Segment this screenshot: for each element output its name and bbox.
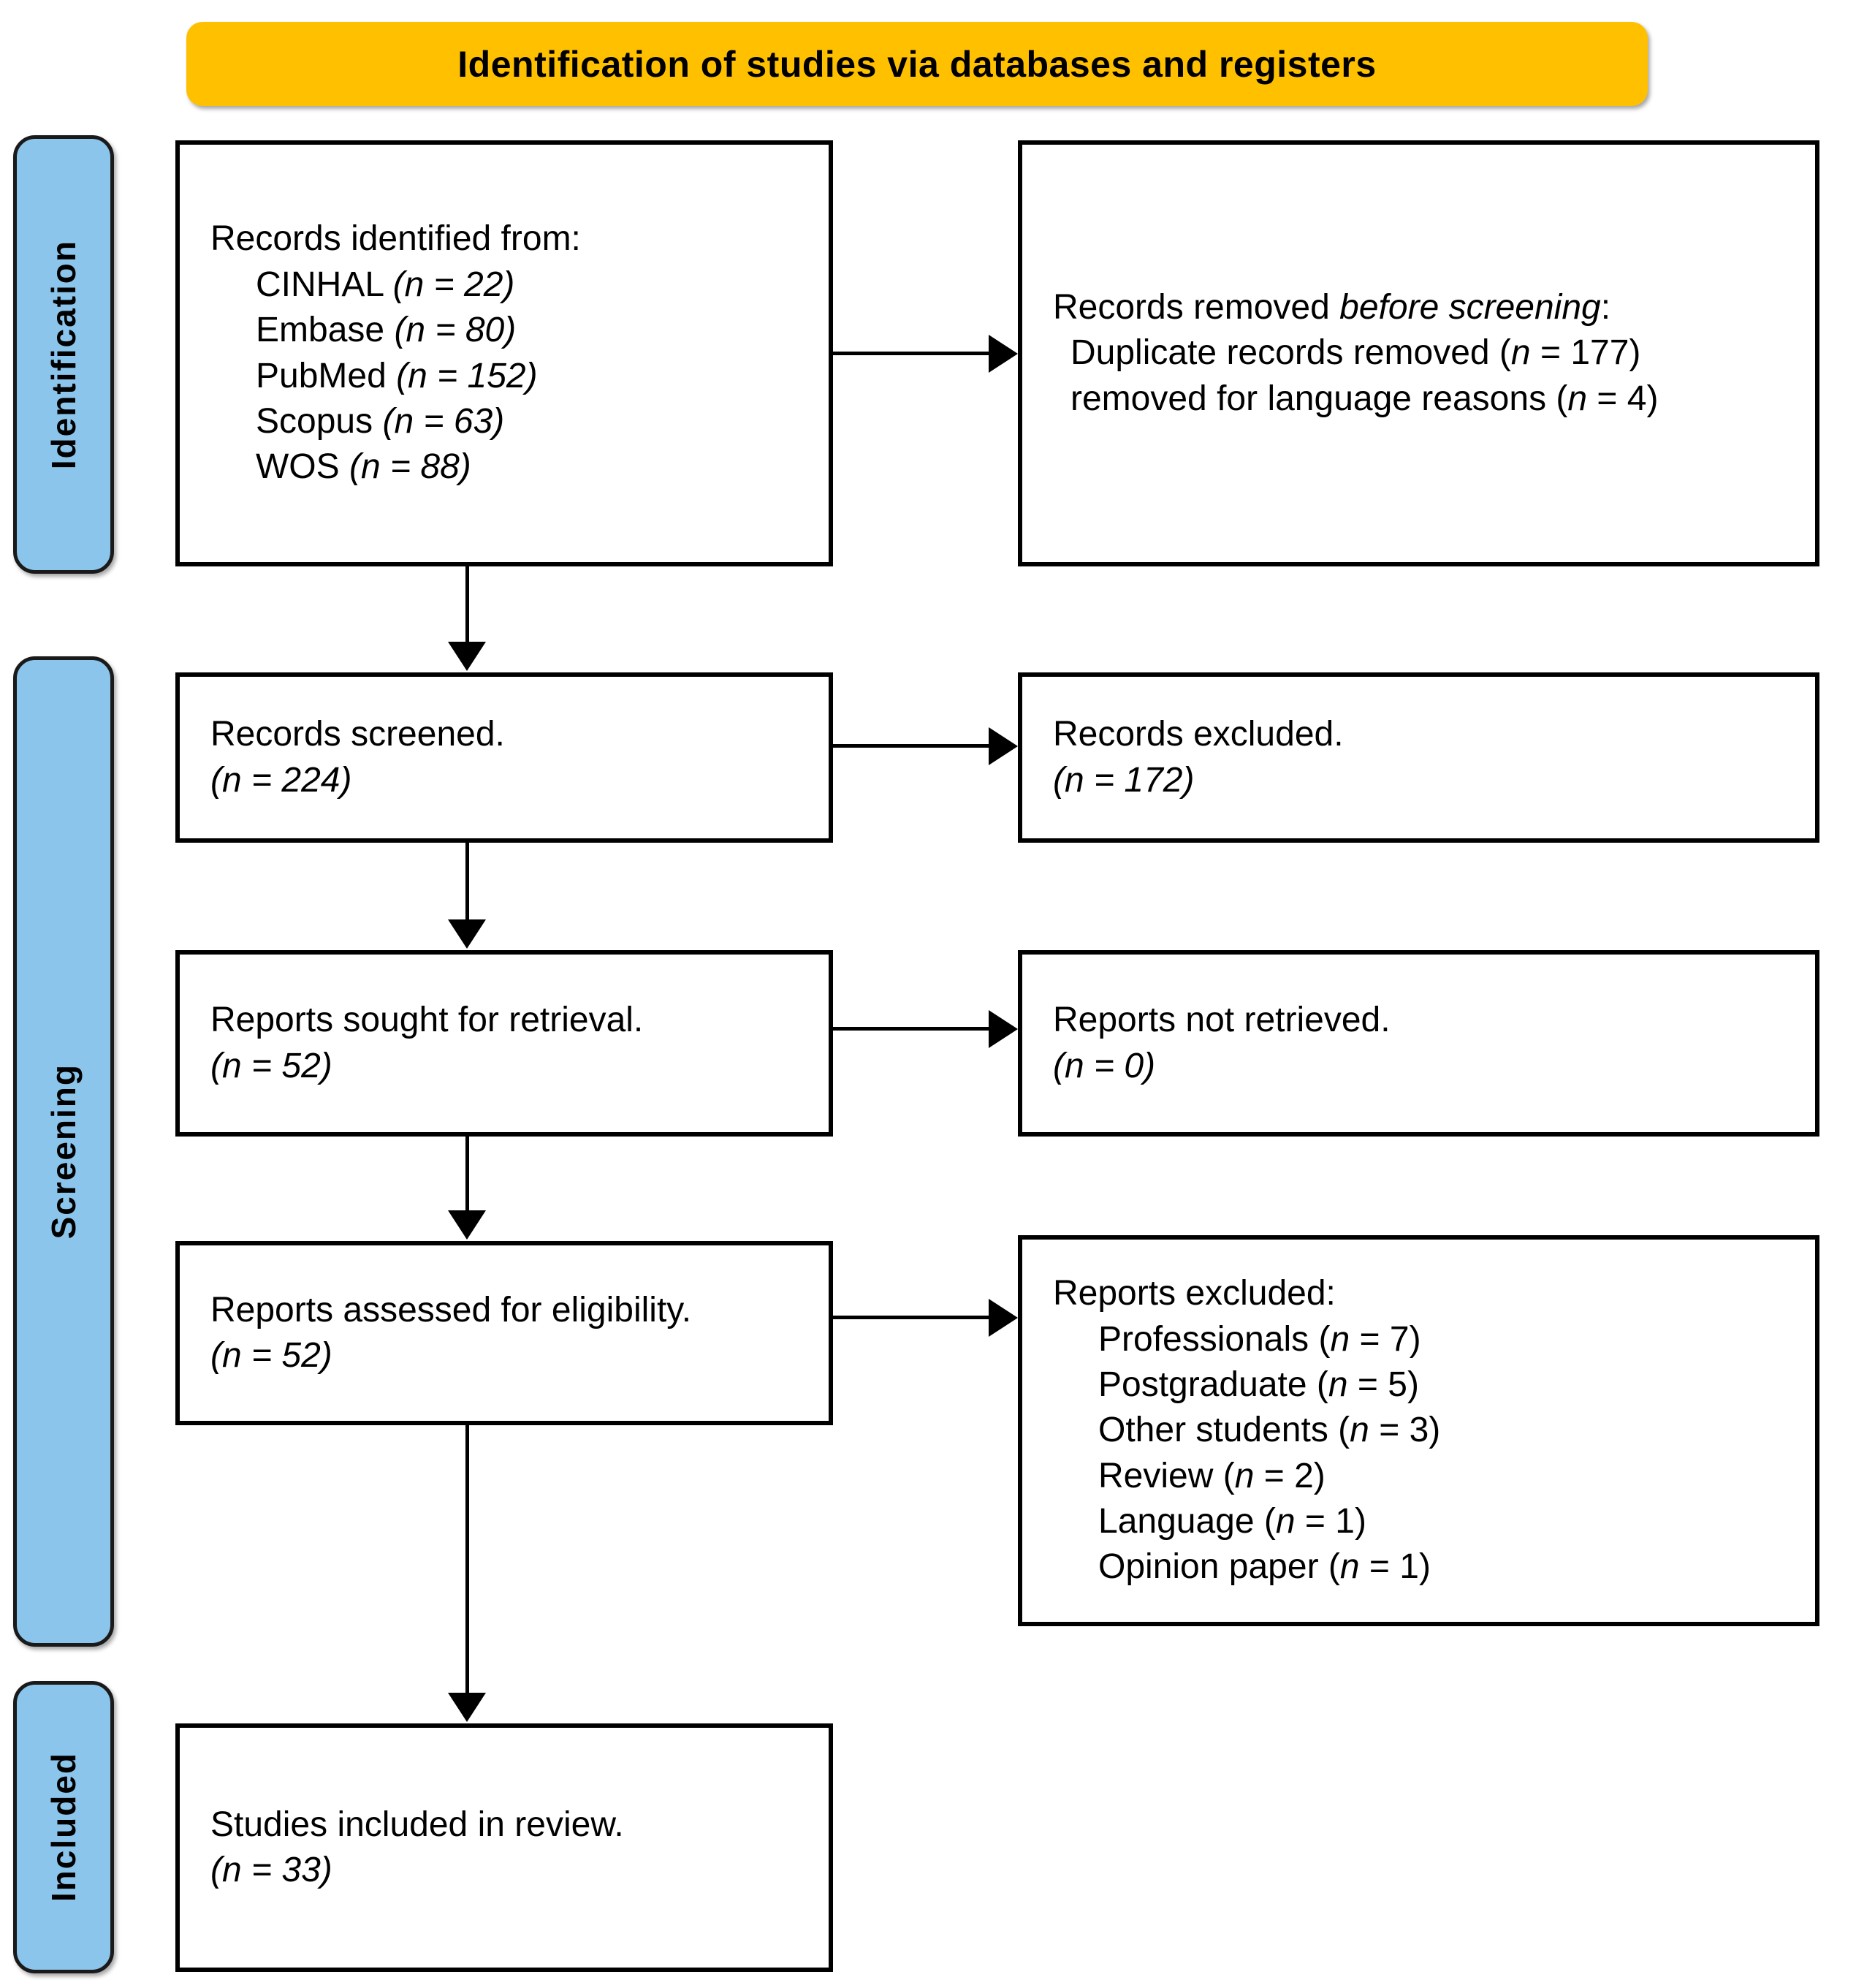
reports-sought-count: (n = 52) <box>210 1046 332 1085</box>
stage-label-included: Included <box>13 1681 114 1973</box>
records-identified-item: CINHAL (n = 22) <box>210 262 815 308</box>
stage-label-identification: Identification <box>13 135 114 574</box>
box-reports-sought: Reports sought for retrieval. (n = 52) <box>175 950 833 1137</box>
reports-sought-label: Reports sought for retrieval. <box>210 1001 644 1040</box>
stage-label-included-text: Included <box>45 1752 83 1902</box>
connector-sought-to-eligibility <box>465 1137 469 1213</box>
connector-eligibility-to-included <box>465 1425 469 1694</box>
records-identified-item: Scopus (n = 63) <box>210 399 815 444</box>
source-count: (n = 152) <box>396 356 538 395</box>
arrowhead-down-identified-to-screened <box>448 642 486 671</box>
records-identified-item: WOS (n = 88) <box>210 444 815 490</box>
source-name: CINHAL <box>256 265 384 304</box>
source-name: Embase <box>256 311 385 350</box>
stage-label-screening-text: Screening <box>45 1063 83 1240</box>
source-count: (n = 22) <box>392 265 515 304</box>
source-count: (n = 88) <box>349 447 471 487</box>
reports-not-retrieved-count: (n = 0) <box>1053 1046 1156 1085</box>
connector-eligibility-to-reports-excluded <box>833 1316 990 1319</box>
box-reports-excluded: Reports excluded: Professionals (n = 7) … <box>1018 1235 1819 1626</box>
records-removed-item: removed for language reasons (n = 4) <box>1070 379 1659 418</box>
connector-sought-to-not-retrieved <box>833 1027 990 1031</box>
records-identified-item: Embase (n = 80) <box>210 308 815 353</box>
records-screened-count: (n = 224) <box>210 760 352 800</box>
box-reports-not-retrieved: Reports not retrieved. (n = 0) <box>1018 950 1819 1137</box>
box-reports-assessed: Reports assessed for eligibility. (n = 5… <box>175 1241 833 1425</box>
banner-title: Identification of studies via databases … <box>457 43 1377 85</box>
arrowhead-right-identified-to-removed <box>989 335 1018 373</box>
records-screened-label: Records screened. <box>210 715 505 754</box>
arrowhead-right-sought-to-not-retrieved <box>989 1010 1018 1048</box>
header-banner: Identification of studies via databases … <box>186 22 1648 106</box>
reports-excluded-item: Language (n = 1) <box>1098 1502 1366 1541</box>
reports-assessed-count: (n = 52) <box>210 1336 332 1375</box>
records-excluded-count: (n = 172) <box>1053 760 1195 800</box>
records-removed-heading: Records removed before screening: <box>1053 285 1802 330</box>
studies-included-label: Studies included in review. <box>210 1805 624 1844</box>
box-records-removed-before-screening: Records removed before screening: Duplic… <box>1018 140 1819 566</box>
source-name: WOS <box>256 447 340 487</box>
connector-screened-to-excluded <box>833 744 990 748</box>
box-studies-included: Studies included in review. (n = 33) <box>175 1723 833 1972</box>
heading-suffix: : <box>1600 287 1611 327</box>
source-count: (n = 80) <box>394 311 517 350</box>
source-name: PubMed <box>256 356 387 395</box>
reports-assessed-label: Reports assessed for eligibility. <box>210 1290 692 1329</box>
reports-excluded-item: Review (n = 2) <box>1098 1456 1326 1495</box>
reports-excluded-item: Postgraduate (n = 5) <box>1098 1365 1419 1404</box>
connector-screened-to-sought <box>465 843 469 919</box>
connector-identified-to-screened <box>465 566 469 643</box>
records-identified-heading: Records identified from: <box>210 219 581 259</box>
box-records-excluded: Records excluded. (n = 172) <box>1018 672 1819 843</box>
arrowhead-down-eligibility-to-included <box>448 1693 486 1722</box>
reports-excluded-item: Other students (n = 3) <box>1098 1411 1441 1450</box>
heading-italic: before screening <box>1339 287 1601 327</box>
stage-label-screening: Screening <box>13 656 114 1647</box>
stage-label-identification-text: Identification <box>45 239 83 470</box>
arrowhead-down-sought-to-eligibility <box>448 1210 486 1240</box>
arrowhead-right-screened-to-excluded <box>989 727 1018 765</box>
records-identified-item: PubMed (n = 152) <box>210 354 815 399</box>
reports-not-retrieved-label: Reports not retrieved. <box>1053 1001 1391 1040</box>
records-removed-item: Duplicate records removed (n = 177) <box>1070 333 1641 373</box>
studies-included-count: (n = 33) <box>210 1851 332 1889</box>
heading-prefix: Records removed <box>1053 287 1340 327</box>
arrowhead-down-screened-to-sought <box>448 919 486 949</box>
source-count: (n = 63) <box>382 401 505 441</box>
box-records-identified: Records identified from: CINHAL (n = 22)… <box>175 140 833 566</box>
reports-excluded-item: Professionals (n = 7) <box>1098 1319 1421 1359</box>
reports-excluded-item: Opinion paper (n = 1) <box>1098 1547 1431 1587</box>
records-excluded-label: Records excluded. <box>1053 715 1344 754</box>
box-records-screened: Records screened. (n = 224) <box>175 672 833 843</box>
source-name: Scopus <box>256 401 373 441</box>
reports-excluded-heading: Reports excluded: <box>1053 1274 1336 1313</box>
arrowhead-right-eligibility-to-reports-excluded <box>989 1299 1018 1337</box>
connector-identified-to-removed <box>833 352 990 355</box>
